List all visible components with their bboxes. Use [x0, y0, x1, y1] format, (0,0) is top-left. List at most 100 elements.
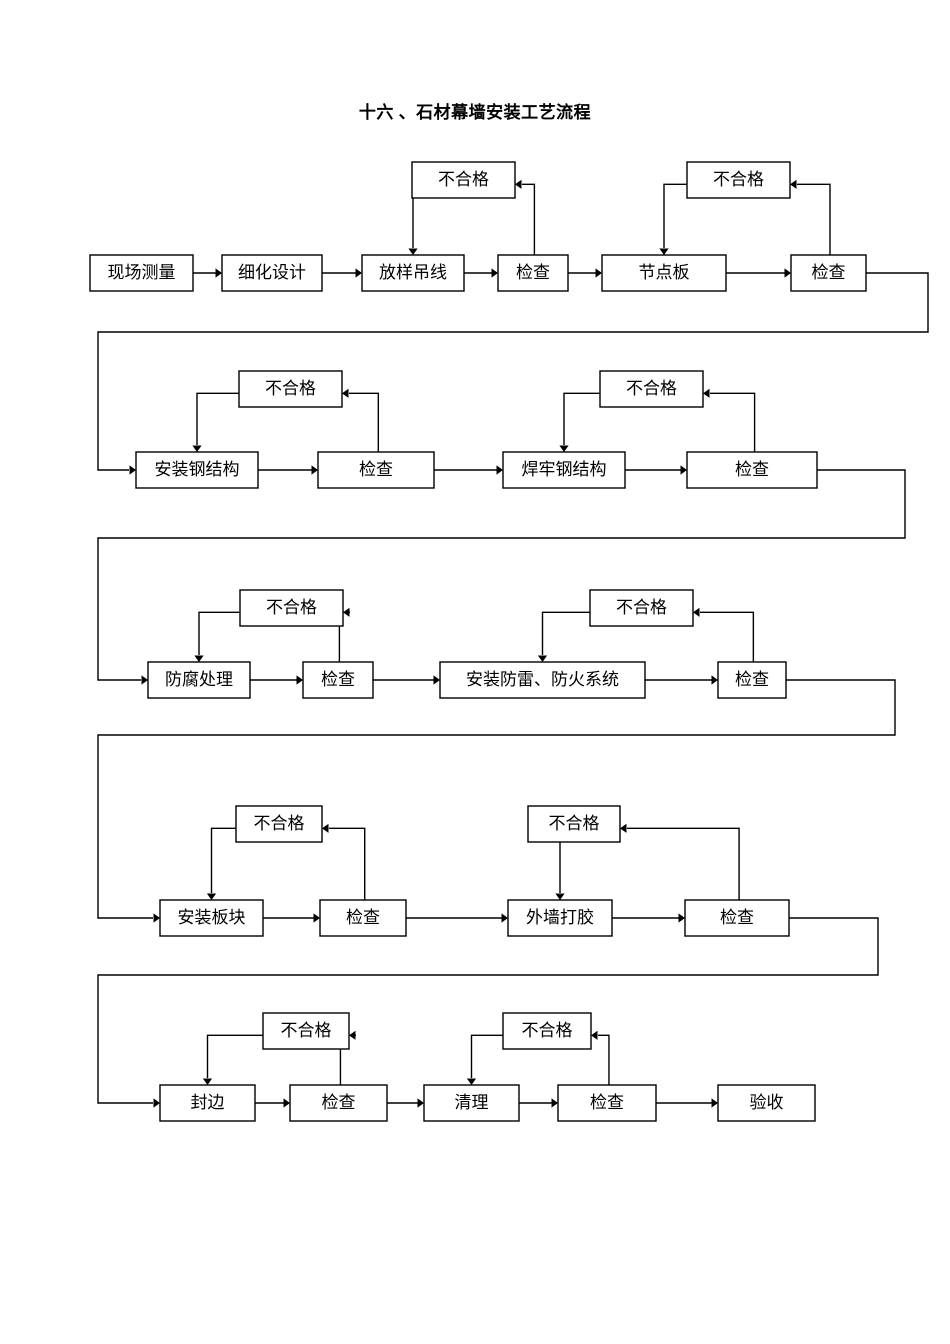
- arrow-head-icon: [342, 388, 349, 398]
- arrow-head-icon: [515, 179, 522, 189]
- arrow-head-icon: [466, 1078, 477, 1085]
- arrow-head-icon: [283, 1098, 290, 1108]
- flow-node-n10[interactable]: 检查: [686, 451, 818, 489]
- node-layer: 现场测量细化设计放样吊线检查节点板检查不合格不合格安装钢结构检查焊牢钢结构检查不…: [89, 161, 867, 1122]
- node-label: 不合格: [616, 598, 667, 617]
- node-label: 不合格: [281, 1021, 332, 1040]
- flow-node-n4[interactable]: 检查: [497, 254, 569, 292]
- flow-node-n18[interactable]: 检查: [684, 899, 790, 937]
- arrow-head-icon: [693, 607, 700, 617]
- node-label: 焊牢钢结构: [522, 460, 607, 479]
- arrow-head-icon: [659, 248, 669, 255]
- node-label: 检查: [359, 460, 393, 479]
- arrow-head-icon: [129, 465, 136, 475]
- arrow-head-icon: [496, 465, 503, 475]
- n18-to-reject-line: [627, 827, 740, 900]
- reject-to-n5-line: [663, 183, 687, 248]
- flow-node-n19[interactable]: 封边: [159, 1084, 256, 1122]
- page-title: 十六 、石材幕墙安装工艺流程: [358, 103, 592, 122]
- reject-node-r6[interactable]: 不合格: [589, 589, 694, 627]
- reject-to-n11-line: [198, 611, 240, 655]
- reject-node-r5[interactable]: 不合格: [239, 589, 344, 627]
- n14-to-reject-line: [700, 611, 755, 662]
- node-label: 不合格: [522, 1021, 573, 1040]
- reject-to-n9-line: [563, 392, 600, 445]
- n4-to-reject-line: [522, 183, 536, 255]
- node-label: 检查: [812, 263, 846, 282]
- node-label: 检查: [735, 460, 769, 479]
- reject-node-r2[interactable]: 不合格: [686, 161, 791, 199]
- node-label: 安装板块: [178, 908, 246, 927]
- flow-node-n2[interactable]: 细化设计: [221, 254, 323, 292]
- flow-node-n8[interactable]: 检查: [317, 451, 435, 489]
- reject-node-r7[interactable]: 不合格: [235, 805, 323, 843]
- flow-node-n11[interactable]: 防腐处理: [147, 661, 251, 699]
- arrow-head-icon: [313, 913, 320, 923]
- reject-to-n15-line: [210, 827, 236, 893]
- arrow-head-icon: [153, 1098, 160, 1108]
- node-label: 细化设计: [238, 263, 306, 282]
- flow-node-n3[interactable]: 放样吊线: [361, 254, 465, 292]
- arrow-head-icon: [192, 445, 202, 452]
- arrow-head-icon: [296, 675, 303, 685]
- flow-node-n7[interactable]: 安装钢结构: [135, 451, 259, 489]
- node-label: 不合格: [265, 379, 316, 398]
- arrow-head-icon: [408, 248, 418, 255]
- flow-node-n5[interactable]: 节点板: [601, 254, 727, 292]
- node-label: 验收: [750, 1093, 784, 1112]
- arrow-head-icon: [215, 268, 222, 278]
- n8-to-reject-line: [349, 392, 380, 452]
- flow-node-n21[interactable]: 清理: [423, 1084, 520, 1122]
- arrow-head-icon: [678, 913, 685, 923]
- arrow-head-icon: [194, 655, 204, 662]
- arrow-head-icon: [433, 675, 440, 685]
- arrow-head-icon: [790, 179, 797, 189]
- n6-to-reject-line: [797, 183, 831, 255]
- flow-node-n20[interactable]: 检查: [289, 1084, 388, 1122]
- node-label: 不合格: [626, 379, 677, 398]
- flow-node-n15[interactable]: 安装板块: [159, 899, 264, 937]
- arrow-head-icon: [551, 1098, 558, 1108]
- flow-node-n16[interactable]: 检查: [319, 899, 407, 937]
- arrow-head-icon: [703, 388, 710, 398]
- arrow-head-icon: [501, 913, 508, 923]
- flow-node-n17[interactable]: 外墙打胶: [507, 899, 613, 937]
- arrow-head-icon: [555, 893, 565, 900]
- node-label: 外墙打胶: [526, 908, 594, 927]
- arrow-head-icon: [559, 445, 569, 452]
- flow-node-n6[interactable]: 检查: [790, 254, 867, 292]
- flow-node-n23[interactable]: 验收: [717, 1084, 816, 1122]
- arrow-head-icon: [784, 268, 791, 278]
- reject-node-r9[interactable]: 不合格: [262, 1012, 350, 1050]
- reject-node-r3[interactable]: 不合格: [238, 370, 343, 408]
- node-label: 检查: [590, 1093, 624, 1112]
- arrow-head-icon: [153, 913, 160, 923]
- flow-node-n14[interactable]: 检查: [717, 661, 787, 699]
- arrow-head-icon: [711, 675, 718, 685]
- row-wrap-connector-0: [97, 272, 929, 471]
- row-wrap-connector-1: [97, 469, 906, 681]
- arrow-head-icon: [141, 675, 148, 685]
- arrow-head-icon: [591, 1030, 598, 1040]
- flow-node-n1[interactable]: 现场测量: [89, 254, 194, 292]
- arrow-head-icon: [311, 465, 318, 475]
- flow-node-n9[interactable]: 焊牢钢结构: [502, 451, 626, 489]
- node-label: 不合格: [266, 598, 317, 617]
- reject-node-r8[interactable]: 不合格: [527, 805, 621, 843]
- arrow-head-icon: [206, 893, 217, 900]
- flow-node-n13[interactable]: 安装防雷、防火系统: [439, 661, 646, 699]
- arrow-head-icon: [537, 655, 548, 662]
- flow-node-n22[interactable]: 检查: [557, 1084, 657, 1122]
- node-label: 清理: [455, 1093, 489, 1112]
- reject-node-r4[interactable]: 不合格: [599, 370, 704, 408]
- row-wrap-connector-3: [97, 917, 879, 1104]
- node-label: 不合格: [713, 170, 764, 189]
- node-label: 不合格: [438, 170, 489, 189]
- node-label: 节点板: [639, 263, 690, 282]
- reject-node-r10[interactable]: 不合格: [502, 1012, 592, 1050]
- reject-node-r1[interactable]: 不合格: [411, 161, 516, 199]
- flow-node-n12[interactable]: 检查: [302, 661, 374, 699]
- node-label: 安装钢结构: [155, 460, 240, 479]
- node-label: 检查: [322, 1093, 356, 1112]
- arrow-head-icon: [620, 823, 627, 833]
